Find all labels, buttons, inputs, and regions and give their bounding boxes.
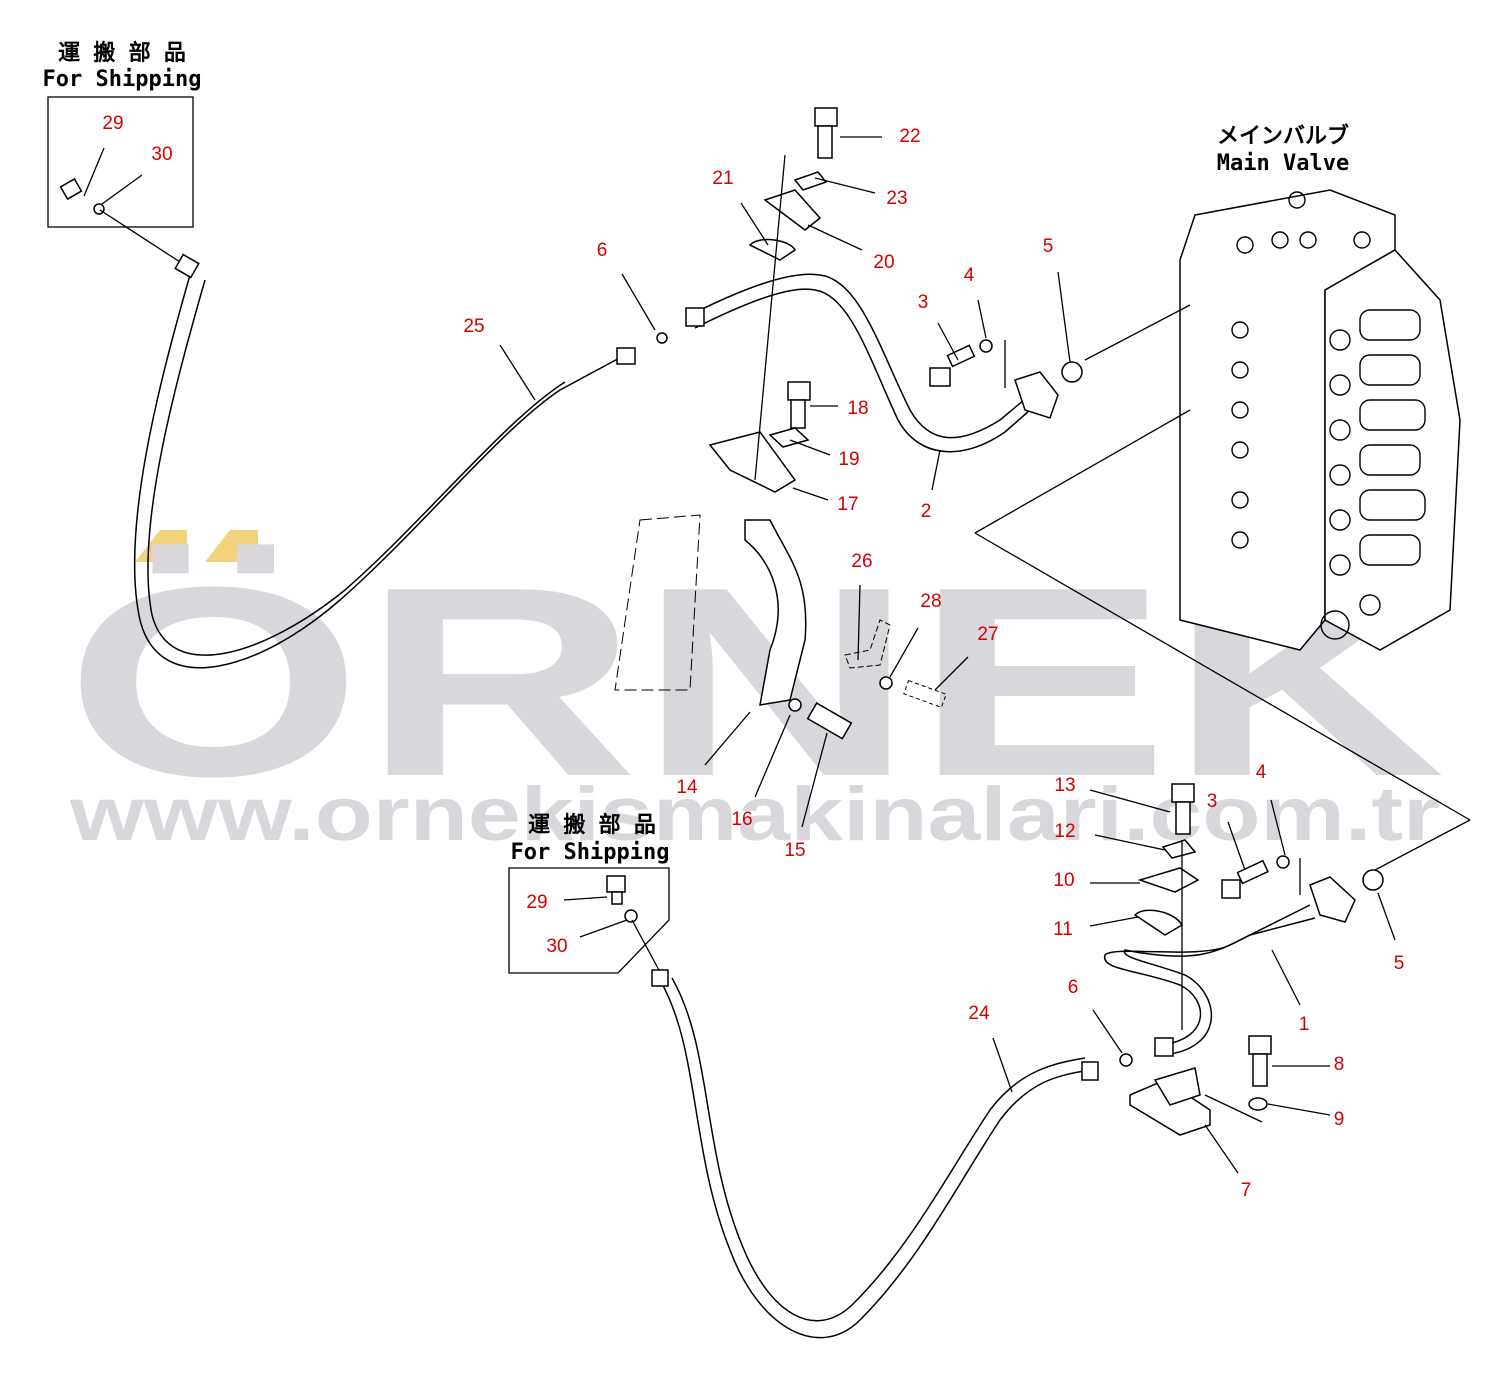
main-valve-heading-en: Main Valve	[1217, 151, 1349, 176]
callout-28: 28	[920, 591, 941, 612]
watermark-accent-right	[205, 530, 258, 562]
callout-29: 29	[102, 113, 123, 134]
callout-5: 5	[1043, 236, 1054, 257]
shipping-heading-jp-2: 運 搬 部 品	[528, 812, 656, 838]
callout-20: 20	[873, 252, 894, 273]
hose-24	[659, 979, 1091, 1339]
callout-16: 16	[731, 809, 752, 830]
callout-25: 25	[463, 316, 484, 337]
callout-6b: 6	[1068, 977, 1079, 998]
callout-30b: 30	[546, 936, 567, 957]
callout-30: 30	[151, 144, 172, 165]
callout-19: 19	[838, 449, 859, 470]
plug-part	[59, 177, 105, 215]
callout-6: 6	[597, 240, 608, 261]
callout-13: 13	[1054, 775, 1075, 796]
callout-8: 8	[1334, 1054, 1345, 1075]
callouts: 29 30 22 23 21 20 6 25 3 4 5 18 19 17 2 …	[102, 113, 1404, 1201]
shipping-box-2	[508, 867, 670, 974]
shipping-box	[47, 96, 194, 228]
callout-11: 11	[1053, 919, 1073, 940]
shipping-heading-jp: 運 搬 部 品	[58, 40, 186, 66]
callout-10: 10	[1053, 870, 1074, 891]
callout-3b: 3	[1207, 791, 1218, 812]
callout-23: 23	[886, 188, 907, 209]
callout-9: 9	[1334, 1109, 1345, 1130]
hose-25	[133, 274, 626, 669]
watermark-url: www.ornekismakinalari.com.tr	[69, 772, 1440, 857]
callout-1: 1	[1299, 1014, 1310, 1035]
tube-2	[689, 273, 1031, 439]
callout-29b: 29	[526, 892, 547, 913]
callout-2: 2	[921, 501, 932, 522]
callout-27: 27	[977, 624, 998, 645]
callout-18: 18	[847, 398, 868, 419]
callout-5b: 5	[1394, 953, 1405, 974]
watermark: ÖRNEK www.ornekismakinalari.com.tr	[65, 530, 1445, 857]
callout-22: 22	[899, 126, 920, 147]
callout-26: 26	[851, 551, 872, 572]
callout-3: 3	[918, 292, 929, 313]
callout-24: 24	[968, 1003, 990, 1024]
callout-4b: 4	[1256, 762, 1267, 783]
callout-12: 12	[1054, 821, 1075, 842]
shipping-heading-en: For Shipping	[43, 67, 202, 92]
shipping-heading-en-2: For Shipping	[511, 840, 670, 865]
callout-7: 7	[1241, 1180, 1252, 1201]
callout-4: 4	[964, 265, 975, 286]
main-valve	[1179, 189, 1461, 651]
callout-14: 14	[676, 777, 698, 798]
callout-15: 15	[784, 840, 805, 861]
main-valve-heading-jp: メインバルブ	[1217, 123, 1349, 149]
callout-21: 21	[712, 168, 733, 189]
tube-1	[1104, 904, 1311, 1046]
callout-17: 17	[837, 494, 858, 515]
